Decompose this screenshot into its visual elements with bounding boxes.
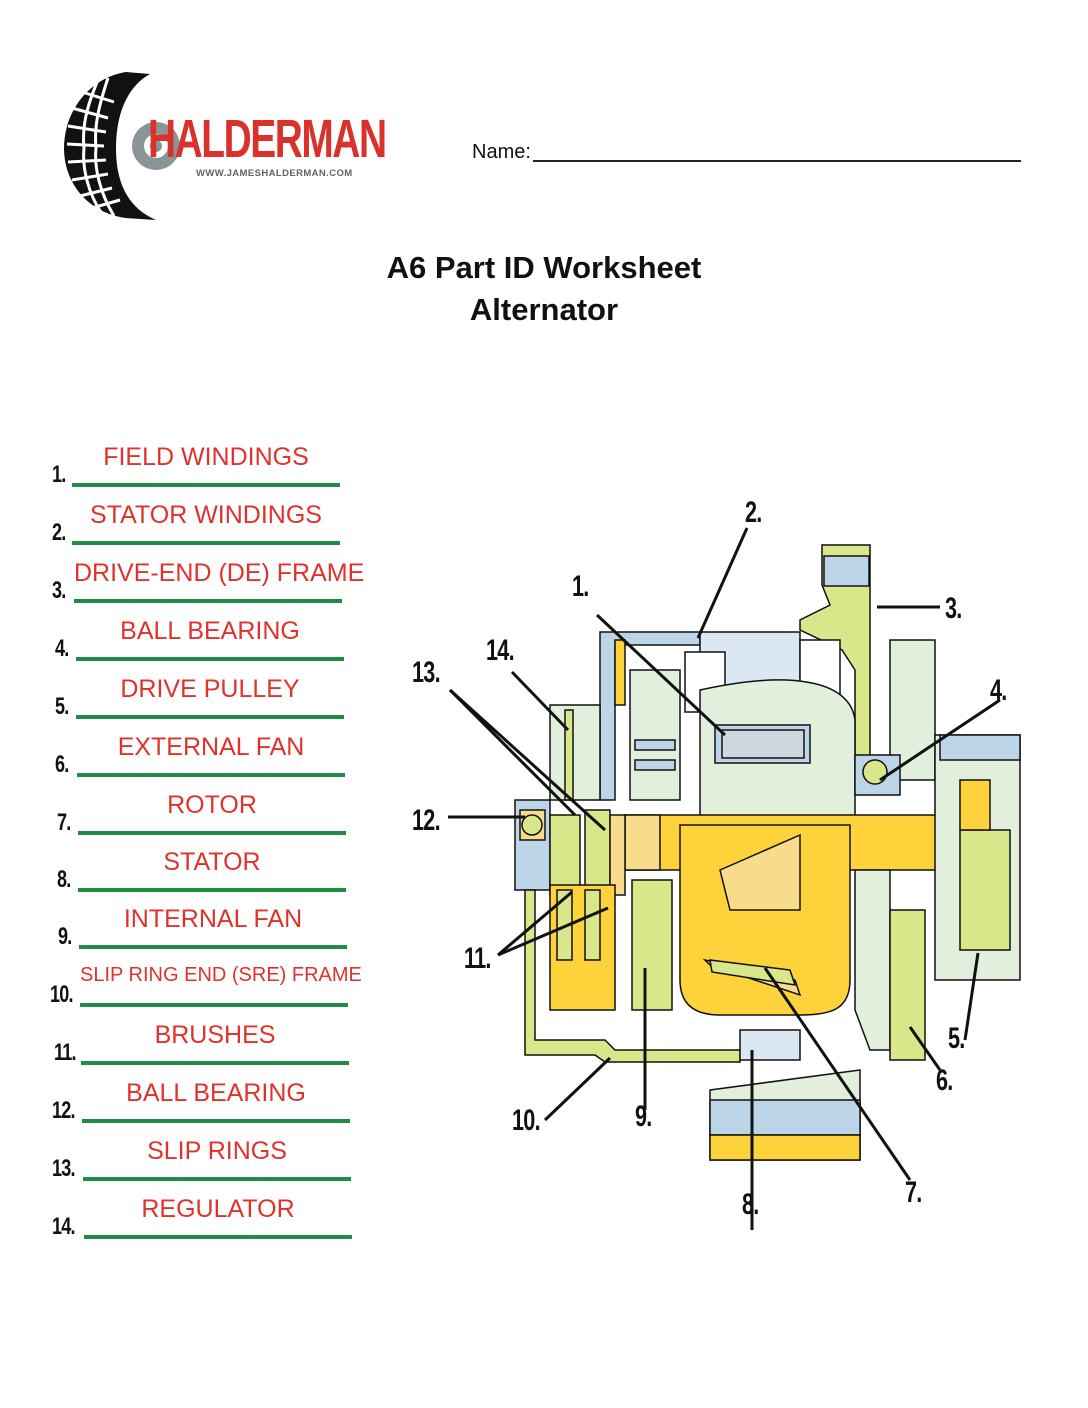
answer-line[interactable]: [76, 715, 344, 719]
answer-number: 1.: [52, 461, 66, 488]
callout-label-14: 14.: [486, 634, 515, 667]
page-title: A6 Part ID Worksheet: [386, 250, 702, 285]
callout-label-3: 3.: [945, 592, 962, 625]
callout-label-8: 8.: [742, 1188, 759, 1221]
name-field: Name:: [472, 142, 1021, 162]
answer-text: EXTERNAL FAN: [117, 733, 305, 761]
callout-label-13: 13.: [412, 656, 441, 689]
logo-url-text: WWW.JAMESHALDERMAN.COM: [196, 168, 353, 179]
answer-text: SLIP RINGS: [147, 1137, 287, 1165]
answer-text: REGULATOR: [141, 1195, 295, 1223]
answer-text: BALL BEARING: [120, 617, 300, 645]
answer-line[interactable]: [79, 945, 347, 949]
halderman-logo: [58, 68, 368, 223]
answer-row: 6. EXTERNAL FAN: [0, 733, 360, 778]
answer-text: INTERNAL FAN: [123, 905, 303, 933]
answer-text: BALL BEARING: [126, 1079, 306, 1107]
callout-label-7: 7.: [905, 1176, 922, 1209]
answer-line[interactable]: [78, 831, 346, 835]
answer-row: 2. STATOR WINDINGS: [0, 501, 360, 546]
callout-label-5: 5.: [948, 1022, 965, 1055]
answer-line[interactable]: [81, 1061, 349, 1065]
answer-row: 4. BALL BEARING: [0, 617, 360, 662]
name-label: Name:: [472, 141, 531, 163]
answer-text: SLIP RING END (SRE) FRAME: [80, 964, 362, 986]
answer-text: DRIVE-END (DE) FRAME: [74, 559, 365, 587]
answer-line[interactable]: [74, 599, 342, 603]
answer-row: 12. BALL BEARING: [0, 1079, 360, 1124]
answer-row: 13. SLIP RINGS: [0, 1137, 360, 1182]
callout-label-2: 2.: [745, 496, 762, 529]
answer-line[interactable]: [72, 483, 340, 487]
callout-label-10: 10.: [512, 1104, 541, 1137]
logo-brand-text: HALDERMAN: [148, 109, 387, 169]
answer-text: STATOR WINDINGS: [90, 501, 322, 529]
answer-text: STATOR: [163, 848, 261, 876]
answer-number: 13.: [52, 1155, 76, 1182]
answer-number: 12.: [52, 1097, 76, 1124]
answer-row: 5. DRIVE PULLEY: [0, 675, 360, 720]
alternator-cutaway-illustration: [448, 527, 1021, 1235]
callout-label-6: 6.: [936, 1064, 953, 1097]
answer-text: BRUSHES: [154, 1021, 276, 1049]
answer-line[interactable]: [82, 1119, 350, 1123]
answer-text: FIELD WINDINGS: [103, 443, 309, 471]
answer-row: 1. FIELD WINDINGS: [0, 443, 360, 488]
answer-line[interactable]: [80, 1003, 348, 1007]
answer-number: 3.: [52, 577, 66, 604]
callout-label-1: 1.: [572, 570, 589, 603]
answer-text: DRIVE PULLEY: [120, 675, 300, 703]
answer-line[interactable]: [76, 657, 344, 661]
answer-number: 5.: [55, 693, 69, 720]
answer-text: ROTOR: [167, 791, 257, 819]
callout-label-11: 11.: [464, 942, 491, 975]
answer-line[interactable]: [78, 888, 346, 892]
wheel-icon: [132, 122, 180, 170]
answer-line[interactable]: [84, 1235, 352, 1239]
answer-number: 4.: [55, 635, 69, 662]
alternator-diagram: 1. 2. 3. 4. 5. 6. 7. 8. 9. 10. 11. 12. 13. 14.: [400, 490, 1050, 1235]
answer-row: 10. SLIP RING END (SRE) FRAME: [0, 964, 362, 1008]
callout-label-12: 12.: [412, 804, 441, 837]
name-input-line[interactable]: [532, 142, 1021, 162]
answer-number: 6.: [55, 751, 69, 778]
answer-row: 8. STATOR: [0, 848, 360, 893]
answer-number: 14.: [52, 1213, 76, 1240]
answer-row: 14. REGULATOR: [0, 1195, 360, 1240]
answer-number: 9.: [58, 923, 72, 950]
answer-line[interactable]: [77, 773, 345, 777]
answer-number: 2.: [52, 519, 66, 546]
answer-number: 7.: [57, 809, 71, 836]
answer-row: 9. INTERNAL FAN: [0, 905, 360, 950]
answer-row: 3. DRIVE-END (DE) FRAME: [0, 559, 365, 605]
callout-arrows: [448, 527, 1001, 1235]
answer-number: 8.: [57, 866, 71, 893]
answer-number: 11.: [54, 1039, 77, 1066]
callout-label-9: 9.: [635, 1100, 652, 1133]
answer-line[interactable]: [72, 541, 340, 545]
answer-row: 7. ROTOR: [0, 791, 360, 836]
answer-line[interactable]: [83, 1177, 351, 1181]
tire-tread-icon: [64, 72, 180, 220]
answer-row: 11. BRUSHES: [0, 1021, 360, 1066]
answer-number: 10.: [50, 981, 74, 1008]
callout-label-4: 4.: [990, 674, 1007, 707]
page-subtitle: Alternator: [469, 292, 619, 327]
